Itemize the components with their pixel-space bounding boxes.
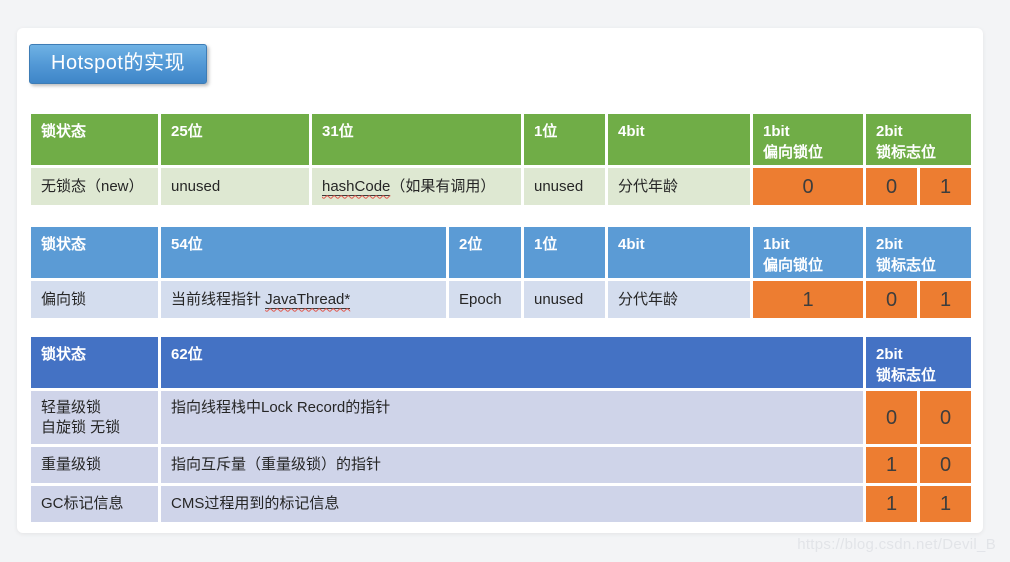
header-54bit: 54位: [158, 224, 449, 281]
header-2bit: 2位: [446, 224, 524, 281]
state-line: 轻量级锁: [41, 398, 102, 416]
thread-pointer-label: 当前线程指针: [171, 290, 266, 308]
header-line: 锁标志位: [876, 367, 937, 384]
header-line: 2bit: [876, 236, 903, 253]
table-row: 偏向锁 当前线程指针 JavaThread* Epoch unused 分代年龄…: [28, 278, 975, 321]
table-other-lock-states: 锁状态 62位 2bit 锁标志位 轻量级锁自旋锁 无锁 指向线程栈中Lock R…: [28, 334, 975, 525]
header-lock-state: 锁状态: [28, 334, 161, 391]
cell-lock-state: 偏向锁: [28, 278, 161, 321]
header-lock-state: 锁状态: [28, 224, 161, 281]
header-1bit: 1位: [521, 111, 608, 168]
cell-description: 指向线程栈中Lock Record的指针: [158, 388, 866, 447]
header-31bit: 31位: [309, 111, 524, 168]
header-lock-flag-bits: 2bit 锁标志位: [862, 111, 975, 168]
header-bias-lock-bit: 1bit 偏向锁位: [750, 111, 866, 168]
header-line: 锁标志位: [876, 257, 937, 274]
spellcheck-underline: hashCode: [322, 177, 391, 196]
header-lock-flag-bits: 2bit 锁标志位: [862, 334, 975, 391]
table-row: 锁状态 25位 31位 1位 4bit 1bit 偏向锁位 2bit 锁标志位: [28, 111, 975, 168]
state-line: 重量级锁: [41, 456, 102, 473]
state-line: 自旋锁 无锁: [41, 418, 121, 436]
cell-lock-state: GC标记信息: [28, 483, 161, 525]
cell-thread-pointer: 当前线程指针 JavaThread*: [158, 278, 449, 321]
header-line: 偏向锁位: [763, 257, 824, 274]
cell-gc-age: 分代年龄: [605, 165, 753, 208]
header-4bit: 4bit: [605, 224, 753, 281]
header-line: 1bit: [763, 236, 790, 253]
cell-unused: unused: [521, 165, 608, 208]
hashcode-text: hashCode: [322, 177, 391, 196]
header-1bit: 1位: [521, 224, 608, 281]
csdn-watermark: https://blog.csdn.net/Devil_B: [797, 536, 996, 553]
page-title: Hotspot的实现: [29, 44, 207, 84]
table-row: 重量级锁 指向互斥量（重量级锁）的指针 1 0: [28, 444, 975, 486]
table-row: 锁状态 54位 2位 1位 4bit 1bit 偏向锁位 2bit 锁标志位: [28, 224, 975, 281]
javathread-text: JavaThread*: [265, 290, 351, 309]
table-biased-lock: 锁状态 54位 2位 1位 4bit 1bit 偏向锁位 2bit 锁标志位 偏向锁…: [28, 224, 975, 321]
header-line: 2bit: [876, 346, 903, 363]
header-25bit: 25位: [158, 111, 312, 168]
cell-flag-bit: 0: [916, 388, 975, 447]
cell-description: 指向互斥量（重量级锁）的指针: [158, 444, 866, 486]
cell-lock-state: 无锁态（new）: [28, 165, 161, 208]
cell-unused: unused: [521, 278, 608, 321]
header-line: 1bit: [763, 123, 790, 140]
cell-flag-bit: 1: [916, 165, 975, 208]
state-line: GC标记信息: [41, 495, 124, 512]
header-line: 锁标志位: [876, 144, 937, 161]
cell-lock-state: 重量级锁: [28, 444, 161, 486]
header-line: 偏向锁位: [763, 144, 824, 161]
table-row: 轻量级锁自旋锁 无锁 指向线程栈中Lock Record的指针 0 0: [28, 388, 975, 447]
cell-flag-bit: 0: [863, 278, 920, 321]
cell-bias-bit: 0: [750, 165, 866, 208]
cell-gc-age: 分代年龄: [605, 278, 753, 321]
content-card: Hotspot的实现 锁状态 25位 31位 1位 4bit 1bit 偏向锁位 …: [17, 28, 983, 533]
cell-flag-bit: 1: [863, 483, 920, 525]
cell-lock-state: 轻量级锁自旋锁 无锁: [28, 388, 161, 447]
cell-flag-bit: 1: [863, 444, 920, 486]
cell-unused: unused: [158, 165, 312, 208]
header-62bit: 62位: [158, 334, 866, 391]
cell-bias-bit: 1: [750, 278, 866, 321]
cell-hashcode: hashCode（如果有调用）: [309, 165, 524, 208]
header-lock-state: 锁状态: [28, 111, 161, 168]
header-line: 2bit: [876, 123, 903, 140]
spellcheck-underline: JavaThread*: [265, 290, 351, 309]
cell-flag-bit: 0: [863, 388, 920, 447]
table-unlocked-state: 锁状态 25位 31位 1位 4bit 1bit 偏向锁位 2bit 锁标志位 无锁…: [28, 111, 975, 208]
header-bias-lock-bit: 1bit 偏向锁位: [750, 224, 866, 281]
cell-flag-bit: 0: [916, 444, 975, 486]
header-4bit: 4bit: [605, 111, 753, 168]
cell-flag-bit: 1: [916, 278, 975, 321]
header-lock-flag-bits: 2bit 锁标志位: [862, 224, 975, 281]
cell-epoch: Epoch: [446, 278, 524, 321]
table-row: GC标记信息 CMS过程用到的标记信息 1 1: [28, 483, 975, 525]
table-row: 无锁态（new） unused hashCode（如果有调用） unused 分…: [28, 165, 975, 208]
cell-flag-bit: 1: [916, 483, 975, 525]
cell-flag-bit: 0: [863, 165, 920, 208]
table-row: 锁状态 62位 2bit 锁标志位: [28, 334, 975, 391]
cell-description: CMS过程用到的标记信息: [158, 483, 866, 525]
hashcode-note: （如果有调用）: [390, 177, 496, 195]
